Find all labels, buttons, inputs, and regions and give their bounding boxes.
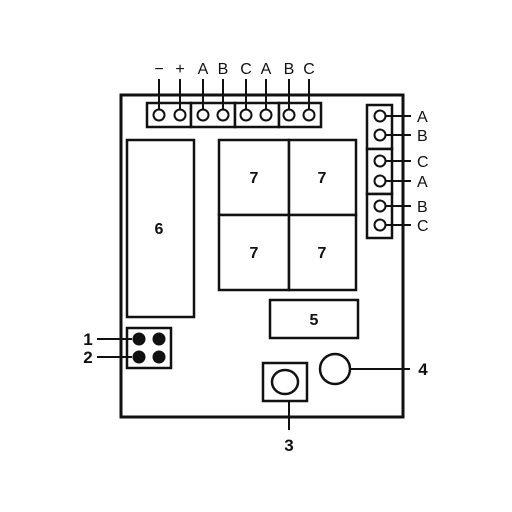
jumper-pin-1b	[152, 332, 166, 346]
top-label-b1: B	[218, 61, 229, 78]
top-pin-a1	[196, 79, 210, 122]
right-pin-a1	[373, 109, 411, 123]
led-4	[318, 352, 352, 386]
relay-7-bottom-right	[287, 213, 358, 292]
jumper-pin-2b	[152, 350, 166, 364]
module-5-label: 5	[310, 312, 319, 329]
right-label-a1: A	[417, 109, 428, 126]
top-label-plus: +	[175, 61, 184, 78]
relay-7-top-right	[287, 138, 358, 217]
top-pin-a2	[259, 79, 273, 122]
top-label-c2: C	[303, 61, 315, 78]
relay-7-top-left	[217, 138, 291, 217]
jumper-pin-2a	[132, 350, 146, 364]
top-label-a1: A	[198, 61, 209, 78]
top-pin-plus	[173, 79, 187, 122]
top-pin-c1	[239, 79, 253, 122]
top-pin-minus	[152, 79, 166, 122]
callout-4: 4	[418, 360, 428, 379]
jumper-pin-1a	[132, 332, 146, 346]
right-pin-b1	[373, 128, 411, 142]
top-label-minus: −	[154, 61, 163, 78]
relay-7-bottom-right-label: 7	[318, 245, 327, 262]
top-label-a2: A	[261, 61, 272, 78]
module-6-label: 6	[155, 221, 164, 238]
callout-2: 2	[83, 348, 92, 367]
button-3-knob	[270, 368, 300, 396]
right-pin-a2	[373, 174, 411, 188]
right-label-c1: C	[417, 154, 429, 171]
right-label-c2: C	[417, 218, 429, 235]
jumper-header	[125, 326, 173, 370]
top-pin-b2	[282, 79, 296, 122]
right-terminal-group-1	[365, 103, 394, 151]
right-label-b1: B	[417, 128, 428, 145]
callout-1: 1	[83, 330, 92, 349]
top-pin-c2	[302, 79, 316, 122]
module-5	[268, 298, 360, 340]
top-label-c1: C	[240, 61, 252, 78]
top-label-b2: B	[284, 61, 295, 78]
right-pin-c1	[373, 154, 411, 168]
right-label-b2: B	[417, 199, 428, 216]
module-6	[125, 138, 196, 319]
callout-3: 3	[284, 436, 293, 455]
right-pin-b2	[373, 199, 411, 213]
relay-7-bottom-left-label: 7	[250, 245, 259, 262]
relay-7-bottom-left	[217, 213, 291, 292]
relay-7-top-left-label: 7	[250, 170, 259, 187]
top-pin-b1	[216, 79, 230, 122]
board-outline	[119, 93, 405, 419]
relay-7-top-right-label: 7	[318, 170, 327, 187]
right-pin-c2	[373, 218, 411, 232]
right-label-a2: A	[417, 174, 428, 191]
